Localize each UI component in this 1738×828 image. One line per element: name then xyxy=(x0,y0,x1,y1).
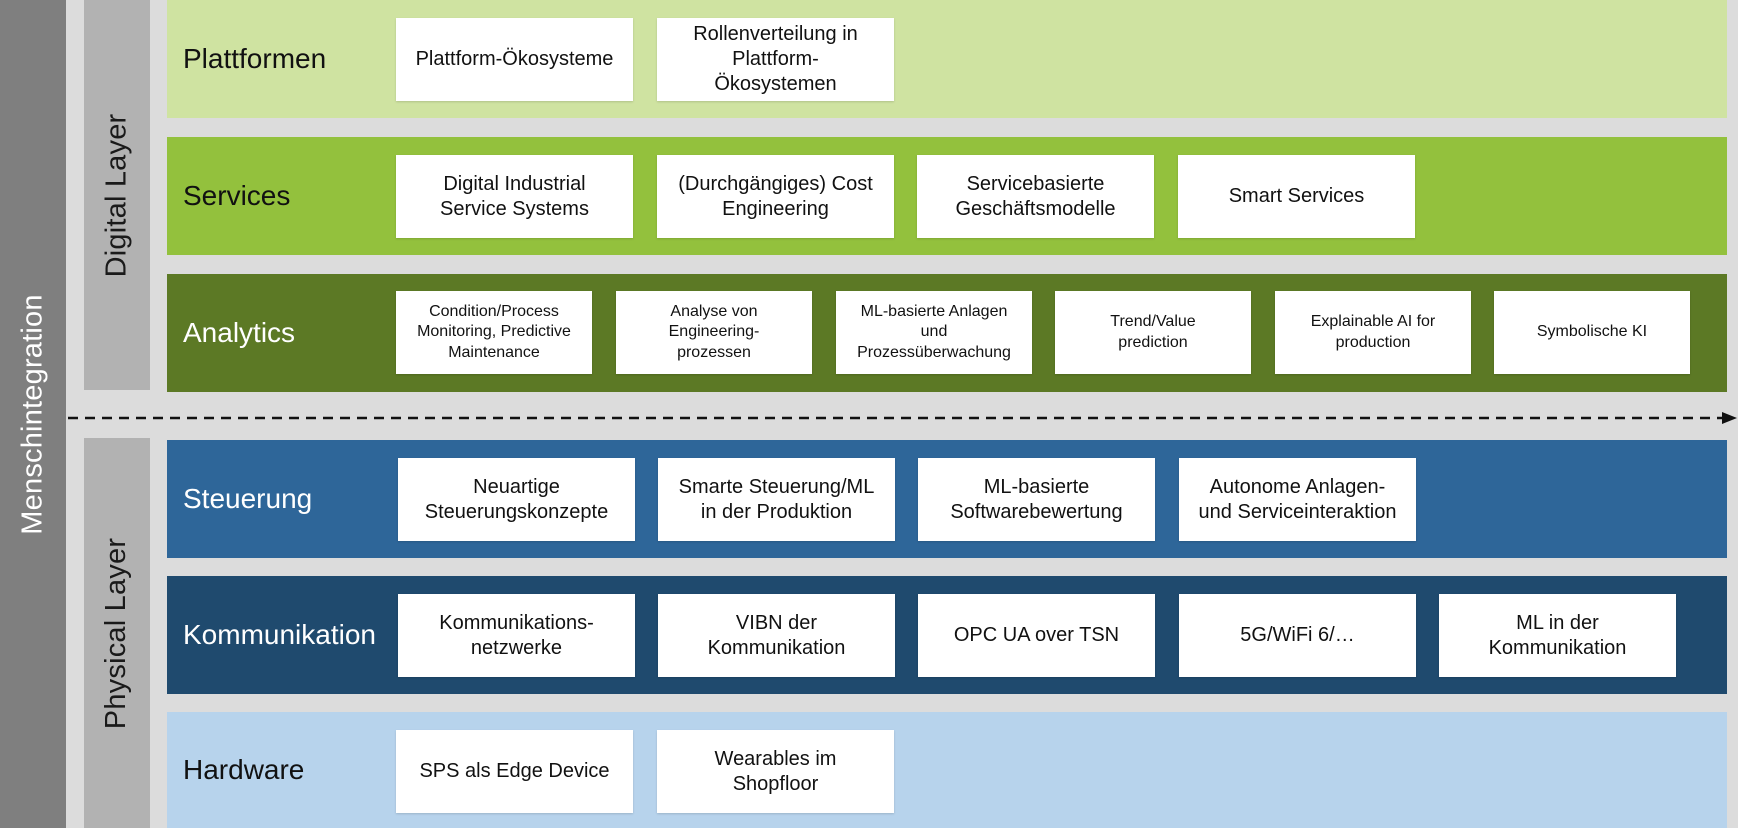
card: Trend/Value prediction xyxy=(1055,291,1251,374)
row-label-kommunikation: Kommunikation xyxy=(183,619,376,650)
card: SPS als Edge Device xyxy=(396,730,633,813)
card: Wearables im Shopfloor xyxy=(657,730,894,813)
card: Explainable AI for production xyxy=(1275,291,1471,374)
row-kommunikation: Kommunikation Kommunikations- netzwerke … xyxy=(167,576,1727,694)
card: Condition/Process Monitoring, Predictive… xyxy=(396,291,592,374)
card: Smarte Steuerung/ML in der Produktion xyxy=(658,458,895,541)
human-integration-label: Menschintegration xyxy=(16,293,49,535)
card: Symbolische KI xyxy=(1494,291,1690,374)
divider-arrowhead xyxy=(1722,412,1737,424)
card: Neuartige Steuerungskonzepte xyxy=(398,458,635,541)
row-hardware: Hardware SPS als Edge Device Wearables i… xyxy=(167,712,1727,828)
row-plattformen: Plattformen Plattform-Ökosysteme Rollenv… xyxy=(167,0,1727,118)
card: VIBN der Kommunikation xyxy=(658,594,895,677)
row-analytics: Analytics Condition/Process Monitoring, … xyxy=(167,274,1727,392)
layer-divider-arrow xyxy=(68,412,1737,424)
card: ML-basierte Softwarebewertung xyxy=(918,458,1155,541)
card: Rollenverteilung in Plattform- Ökosystem… xyxy=(657,18,894,101)
card: Servicebasierte Geschäftsmodelle xyxy=(917,155,1154,238)
row-steuerung: Steuerung Neuartige Steuerungskonzepte S… xyxy=(167,440,1727,558)
card: Smart Services xyxy=(1178,155,1415,238)
card: OPC UA over TSN xyxy=(918,594,1155,677)
row-label-services: Services xyxy=(183,180,291,211)
row-label-plattformen: Plattformen xyxy=(183,43,327,74)
card: Plattform-Ökosysteme xyxy=(396,18,633,101)
physical-layer-bar: Physical Layer xyxy=(84,438,150,828)
human-integration-bar: Menschintegration xyxy=(0,0,66,828)
card: ML in der Kommunikation xyxy=(1439,594,1676,677)
physical-layer-label: Physical Layer xyxy=(100,537,133,729)
digital-layer-label: Digital Layer xyxy=(100,113,133,277)
card: (Durchgängiges) Cost Engineering xyxy=(657,155,894,238)
row-label-steuerung: Steuerung xyxy=(183,483,313,514)
card: ML-basierte Anlagen und Prozessüberwachu… xyxy=(836,291,1032,374)
card: 5G/WiFi 6/… xyxy=(1179,594,1416,677)
row-label-analytics: Analytics xyxy=(183,317,296,348)
digital-layer-bar: Digital Layer xyxy=(84,0,150,390)
card: Autonome Anlagen- und Serviceinteraktion xyxy=(1179,458,1416,541)
row-services: Services Digital Industrial Service Syst… xyxy=(167,137,1727,255)
row-label-hardware: Hardware xyxy=(183,754,305,785)
card: Analyse von Engineering- prozessen xyxy=(616,291,812,374)
card: Kommunikations- netzwerke xyxy=(398,594,635,677)
card: Digital Industrial Service Systems xyxy=(396,155,633,238)
